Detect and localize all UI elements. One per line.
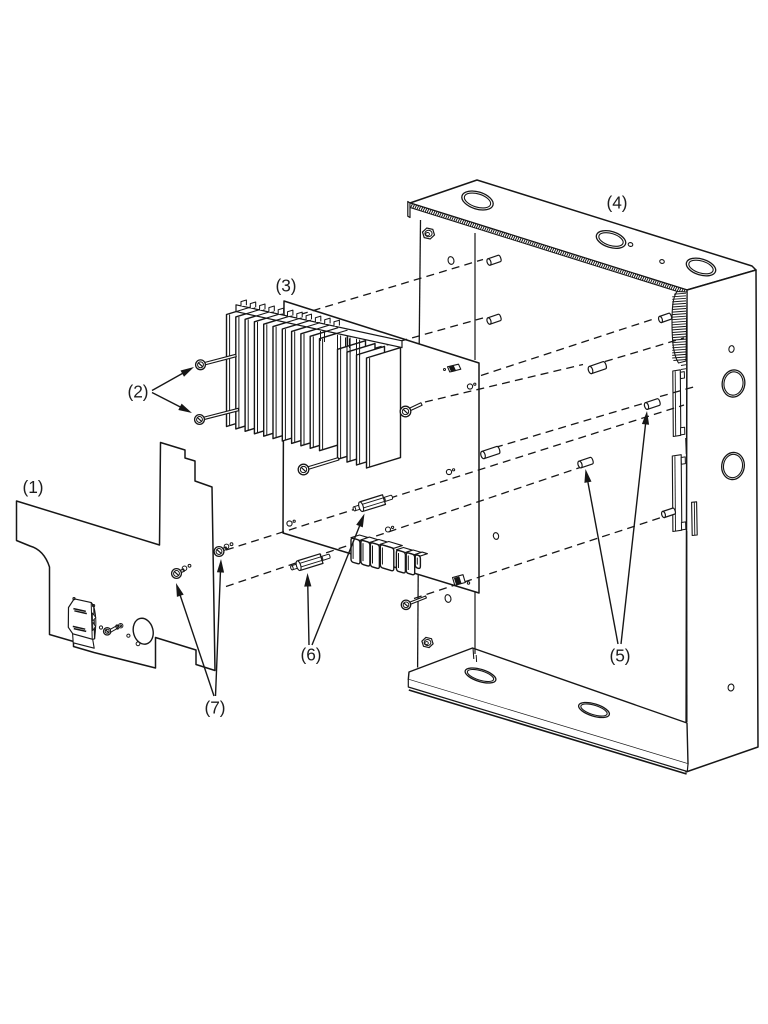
svg-text:(5): (5) xyxy=(609,646,630,666)
svg-text:(6): (6) xyxy=(300,645,321,665)
svg-text:(2): (2) xyxy=(127,382,148,402)
svg-text:(3): (3) xyxy=(275,276,296,296)
svg-text:(7): (7) xyxy=(204,698,225,718)
svg-text:(4): (4) xyxy=(606,193,627,213)
svg-text:(1): (1) xyxy=(22,477,43,497)
